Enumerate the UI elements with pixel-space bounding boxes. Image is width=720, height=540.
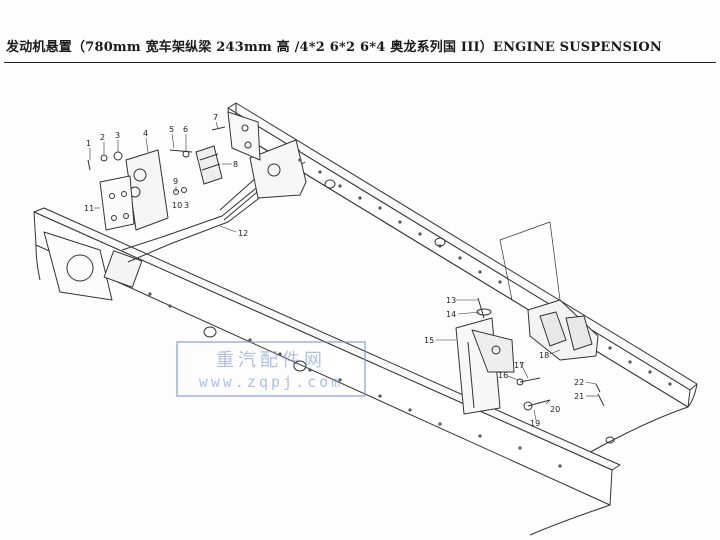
callout-14: 14 [446, 310, 456, 319]
callout-3b: 3 [184, 201, 189, 210]
phantom-outline [499, 221, 561, 301]
callout-16: 16 [498, 371, 508, 380]
callout-20: 20 [550, 405, 560, 414]
rear-mount-bracket [227, 111, 307, 199]
leader-lines [89, 121, 598, 421]
callout-2: 2 [100, 133, 105, 142]
rubber-pad-8 [195, 145, 223, 185]
callout-5: 5 [169, 125, 174, 134]
callout-12: 12 [238, 229, 248, 238]
fasteners-lower [516, 377, 605, 411]
rail-holes [148, 158, 672, 468]
callout-8: 8 [233, 160, 238, 169]
callout-6: 6 [183, 125, 188, 134]
callout-15: 15 [424, 336, 434, 345]
engine-mount-4 [99, 149, 169, 231]
callout-11: 11 [84, 204, 94, 213]
callout-10: 10 [172, 201, 182, 210]
callout-4: 4 [143, 129, 148, 138]
callout-1: 1 [86, 139, 91, 148]
callout-18: 18 [539, 351, 549, 360]
title-rule [4, 62, 716, 63]
diagram-title: 发动机悬置（780mm 宽车架纵梁 243mm 高 /4*2 6*2 6*4 奥… [6, 40, 663, 55]
callout-17: 17 [514, 361, 524, 370]
callout-9: 9 [173, 177, 178, 186]
callout-19: 19 [530, 419, 540, 428]
callout-13: 13 [446, 296, 456, 305]
side-bracket-15 [455, 297, 515, 415]
callout-labels: 1 2 3 4 5 6 7 8 9 10 3 11 12 13 14 15 16… [84, 113, 584, 428]
callout-3: 3 [115, 131, 120, 140]
front-crossmember [43, 231, 143, 301]
callout-21: 21 [574, 392, 584, 401]
callout-7: 7 [213, 113, 218, 122]
callout-22: 22 [574, 378, 584, 387]
